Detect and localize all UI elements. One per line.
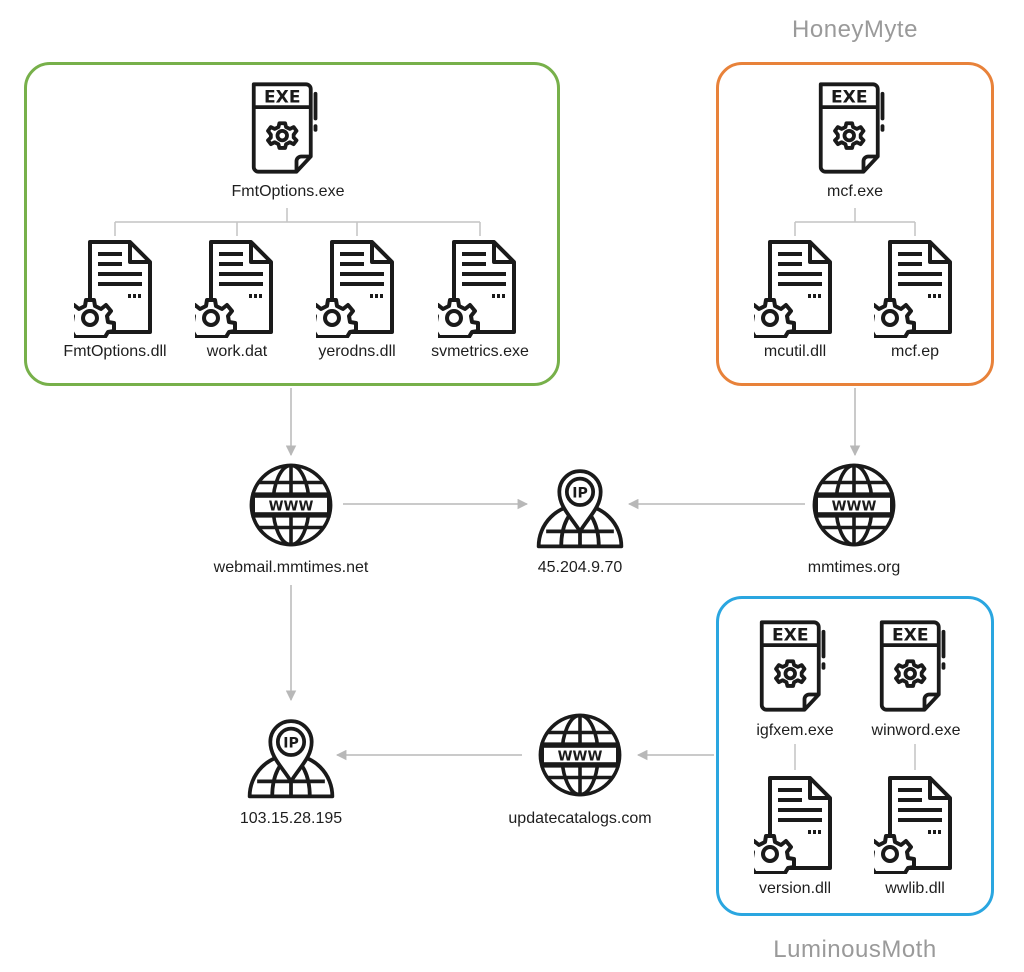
- node-label: winword.exe: [871, 722, 961, 739]
- node-label: webmail.mmtimes.net: [213, 559, 369, 576]
- node-label: updatecatalogs.com: [508, 810, 652, 827]
- document-gear-icon: [874, 238, 954, 338]
- exe-file-icon: [757, 618, 833, 714]
- document-gear-icon: [195, 238, 275, 338]
- unnamed-group-box: [24, 62, 560, 386]
- luminousmoth-group-label: LuminousMoth: [773, 936, 937, 963]
- node-label: mcf.ep: [890, 343, 940, 360]
- tree-connector: [114, 208, 481, 236]
- node-label: FmtOptions.exe: [231, 183, 345, 200]
- node-label: 45.204.9.70: [537, 559, 623, 576]
- exe-file-icon: [816, 80, 892, 176]
- ip-location-pin-icon: [533, 458, 627, 552]
- node-label: mcf.exe: [826, 183, 884, 200]
- document-gear-icon: [74, 238, 154, 338]
- tree-connector: [794, 208, 916, 236]
- honeymyte-group-label: HoneyMyte: [792, 16, 918, 43]
- honeymyte-group-box: [716, 62, 994, 386]
- node-label: FmtOptions.dll: [63, 343, 167, 360]
- globe-www-icon: [809, 460, 899, 550]
- globe-www-icon: [246, 460, 336, 550]
- node-label: svmetrics.exe: [431, 343, 529, 360]
- document-gear-icon: [316, 238, 396, 338]
- node-label: mcutil.dll: [763, 343, 827, 360]
- document-gear-icon: [438, 238, 518, 338]
- node-label: mmtimes.org: [807, 559, 901, 576]
- exe-file-icon: [877, 618, 953, 714]
- node-label: igfxem.exe: [756, 722, 834, 739]
- ip-location-pin-icon: [244, 708, 338, 802]
- node-label: 103.15.28.195: [239, 810, 343, 827]
- document-gear-icon: [874, 774, 954, 874]
- node-label: work.dat: [206, 343, 268, 360]
- node-label: version.dll: [758, 880, 832, 897]
- luminousmoth-group-box: [716, 596, 994, 916]
- globe-www-icon: [535, 710, 625, 800]
- document-gear-icon: [754, 774, 834, 874]
- node-label: yerodns.dll: [318, 343, 396, 360]
- document-gear-icon: [754, 238, 834, 338]
- tree-connector: [794, 744, 916, 770]
- exe-file-icon: [249, 80, 325, 176]
- node-label: wwlib.dll: [885, 880, 945, 897]
